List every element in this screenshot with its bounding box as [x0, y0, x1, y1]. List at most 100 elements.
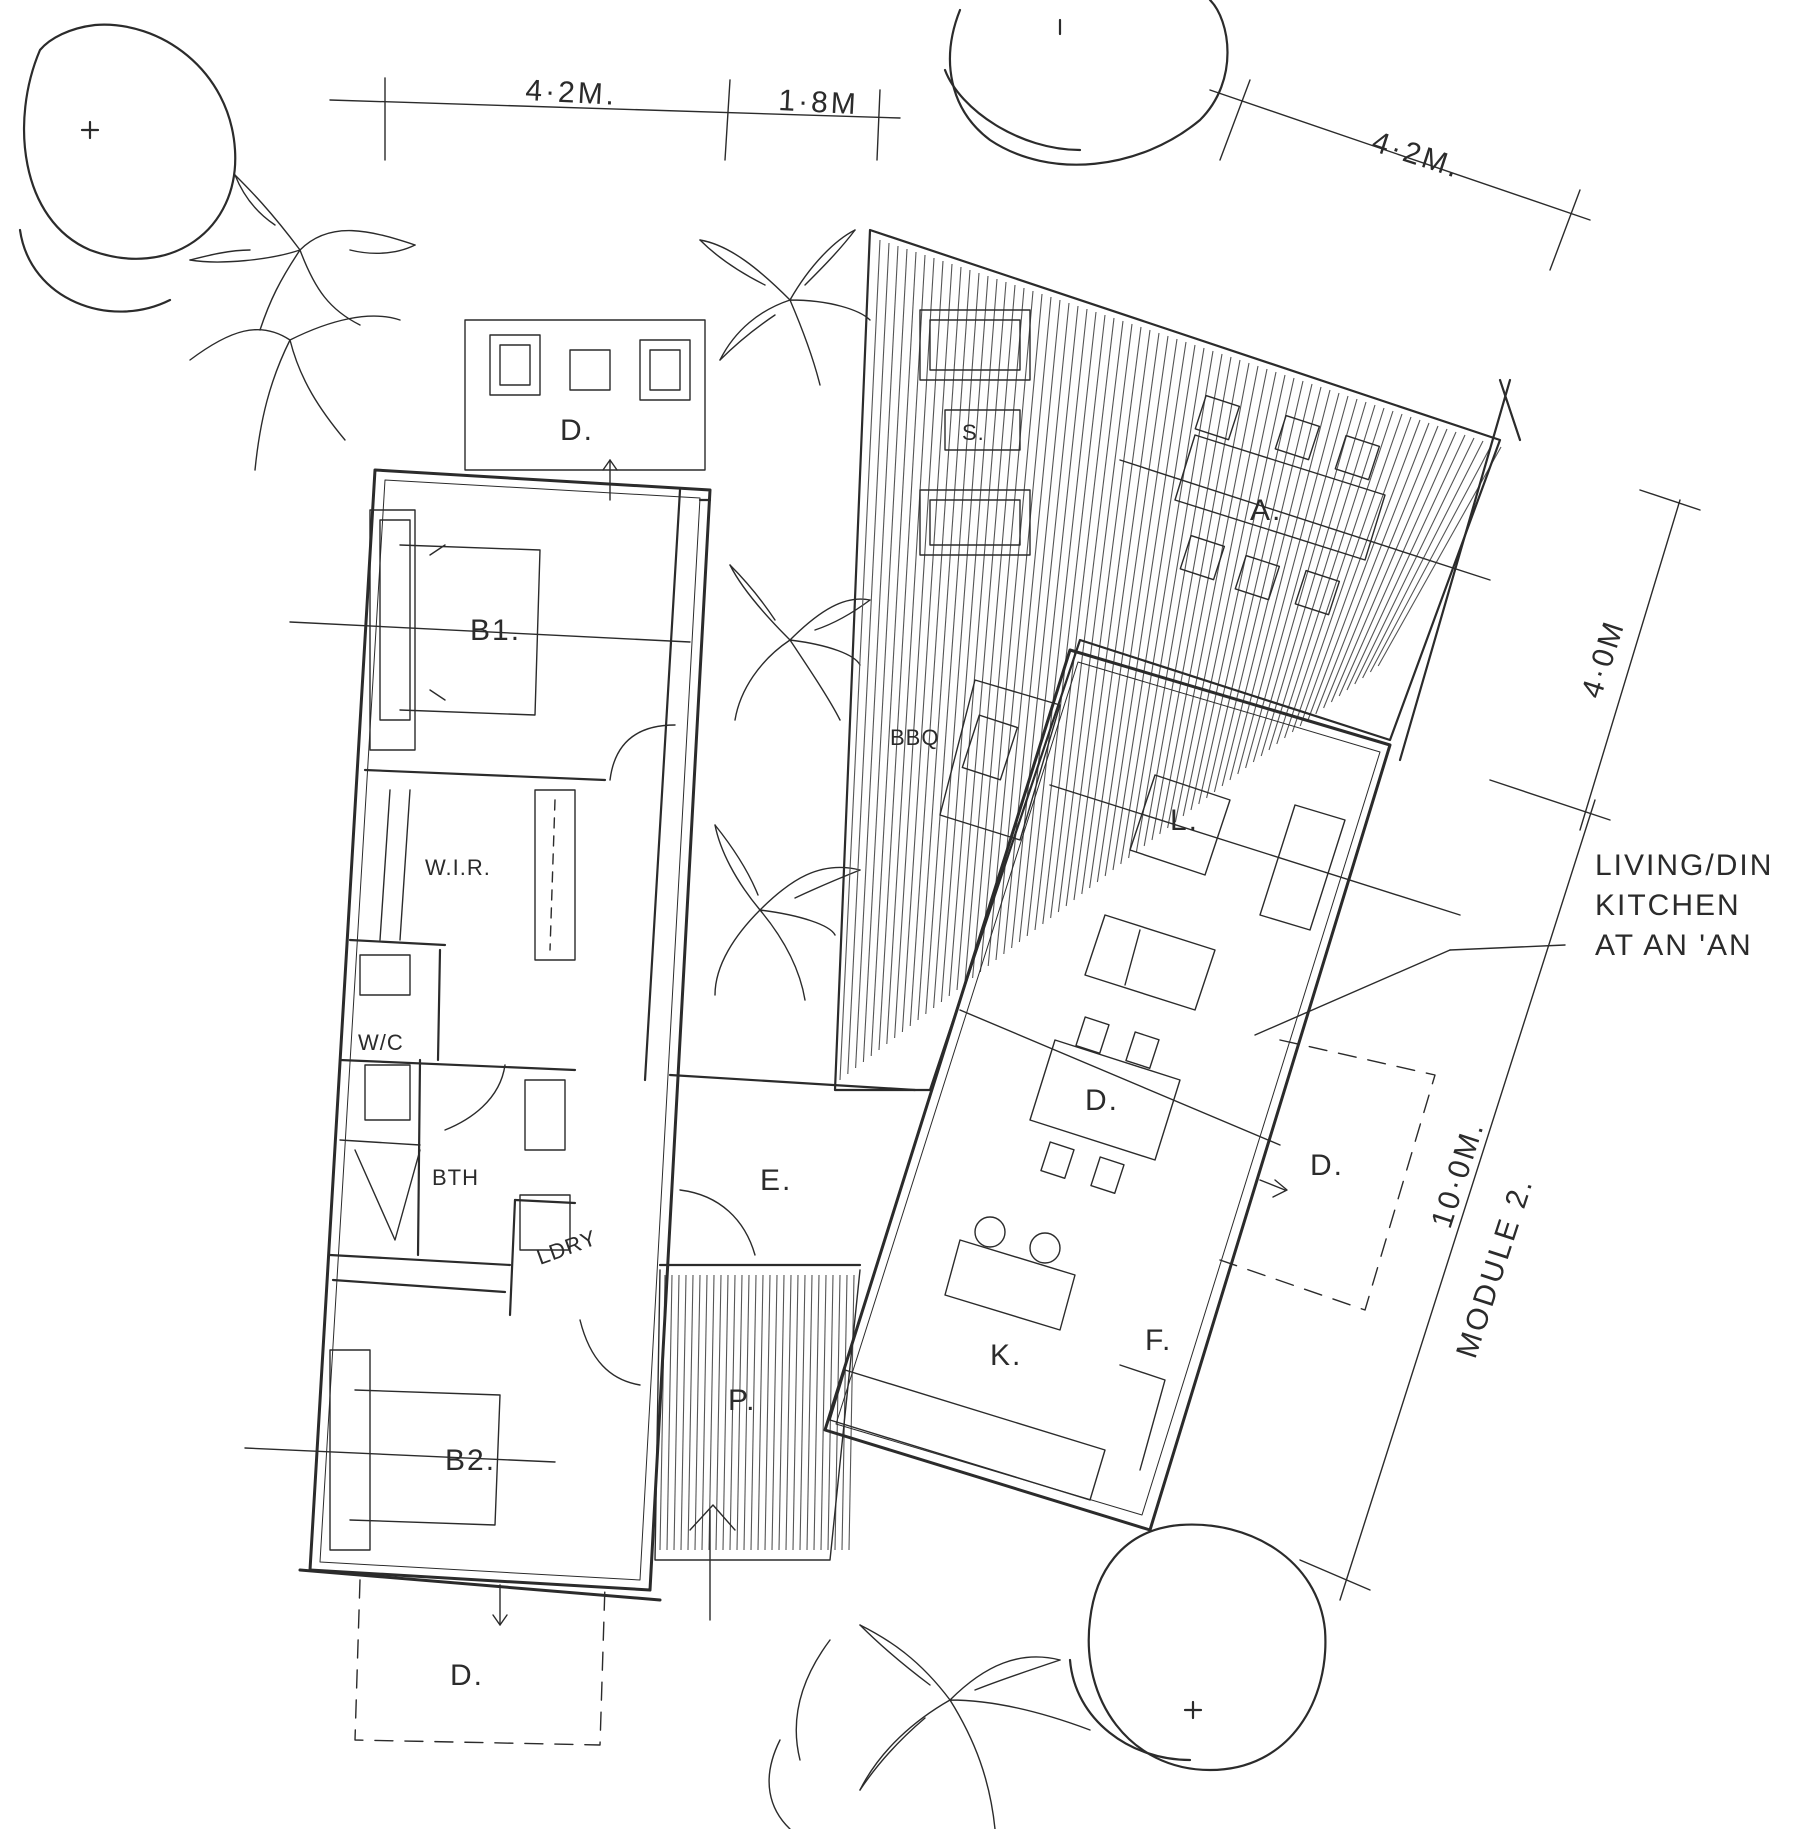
right-wing-walls: [823, 648, 1392, 1532]
left-interior-walls: [328, 488, 712, 1317]
porch-hatch-line: [757, 1274, 764, 1551]
porch-hatch-line: [673, 1274, 680, 1551]
kitchen-furniture: [829, 1216, 1166, 1501]
deck-hatch-line: [917, 269, 971, 1021]
deck-hatch-line: [1120, 347, 1205, 865]
porch: [654, 1269, 861, 1621]
deck-hatch-line: [948, 281, 1007, 997]
deck-hatching: [839, 239, 1502, 1081]
wc-label: W/C: [358, 1030, 404, 1055]
deck-hatch-line: [855, 245, 899, 1069]
right-deck: [1219, 1039, 1436, 1311]
deck-hatch-line: [1330, 428, 1448, 703]
deck-hatch-line: [1057, 323, 1133, 913]
porch-hatch-line: [715, 1274, 722, 1551]
deck-hatch-line: [979, 293, 1043, 973]
dim-right-width: 4·2M.: [1368, 125, 1465, 185]
bbq-label: BBQ: [890, 725, 939, 750]
deck-hatch-line: [1362, 440, 1484, 679]
left-wing-walls: [298, 468, 712, 1602]
porch-hatch-line: [848, 1274, 855, 1551]
dimension-lines: [329, 77, 1701, 1601]
living-label: L.: [1170, 804, 1199, 837]
wc-bath: [339, 954, 571, 1251]
tree-top-center-icon: [943, 0, 1229, 166]
deck-hatch-line: [909, 266, 962, 1027]
deck-hatch-line: [1018, 308, 1088, 943]
deck-hatch-line: [1050, 320, 1124, 919]
porch-hatch-line: [799, 1274, 806, 1551]
porch-hatch-line: [778, 1274, 785, 1551]
right-deck-label: D.: [1310, 1149, 1344, 1182]
deck-hatch-line: [1229, 389, 1331, 781]
porch-hatch-line: [701, 1274, 708, 1551]
deck-hatch-line: [870, 251, 917, 1057]
dining-furniture: [959, 1009, 1281, 1194]
deck-hatch-line: [1096, 338, 1178, 883]
alfresco-label: A.: [1250, 494, 1282, 527]
deck-hatch-line: [894, 260, 944, 1039]
porch-hatch-line: [743, 1274, 750, 1551]
deck-hatch-line: [1159, 362, 1250, 835]
tree-bottom-right-icon: [1068, 1523, 1327, 1772]
note-line-1: LIVING/DIN: [1595, 849, 1773, 882]
entry-label: E.: [760, 1164, 792, 1197]
deck-hatch-line: [886, 257, 935, 1045]
note-line-3: AT AN 'AN: [1595, 929, 1753, 962]
deck-hatch-line: [1167, 365, 1259, 829]
storage-label: S.: [962, 420, 985, 445]
porch-hatch-line: [750, 1274, 757, 1551]
deck-hatch-line: [1307, 419, 1421, 721]
bbq: [939, 679, 1061, 841]
deck-seating: [919, 309, 1031, 556]
porch-hatch-line: [736, 1274, 743, 1551]
deck-hatch-line: [847, 242, 890, 1075]
deck-hatch-line: [1268, 404, 1376, 751]
porch-hatch-line: [841, 1274, 848, 1551]
deck-hatch-line: [1284, 410, 1394, 739]
top-deck: [464, 319, 706, 501]
deck-hatch-line: [862, 248, 908, 1063]
deck-hatch-line: [1260, 401, 1367, 757]
deck-hatch-line: [1073, 329, 1151, 901]
deck-hatch-line: [1377, 446, 1502, 667]
deck-hatch-line: [1026, 311, 1097, 937]
bed-2-label: B2.: [445, 1444, 496, 1477]
porch-hatch-line: [806, 1274, 813, 1551]
porch-label: P.: [728, 1384, 756, 1417]
deck-hatch-line: [1276, 407, 1385, 745]
alfresco-furniture: [1119, 394, 1491, 616]
deck-hatch-line: [964, 287, 1025, 985]
porch-hatch-line: [764, 1274, 771, 1551]
porch-hatch-line: [680, 1274, 687, 1551]
deck-hatch-line: [972, 290, 1034, 979]
fridge-label: F.: [1145, 1324, 1172, 1357]
deck-hatch-line: [1291, 413, 1403, 733]
laundry-label: LDRY: [533, 1225, 600, 1270]
palm-top-left-icon: [189, 174, 416, 471]
door-arcs: [444, 724, 756, 1386]
deck-hatch-line: [1011, 305, 1079, 949]
porch-hatch-line: [771, 1274, 778, 1551]
bed-2: [244, 1349, 556, 1551]
deck-hatch-line: [1112, 344, 1196, 871]
porch-hatch-line: [694, 1274, 701, 1551]
deck-hatch-line: [956, 284, 1016, 991]
deck-hatch-line: [1346, 434, 1466, 691]
deck-hatch-line: [1190, 374, 1286, 811]
top-deck-label: D.: [560, 414, 594, 447]
bed-1: [289, 509, 691, 751]
kitchen-label: K.: [990, 1339, 1022, 1372]
deck-hatch-line: [1143, 356, 1232, 847]
deck-hatch-line: [1221, 386, 1322, 787]
deck-hatch-line: [901, 263, 953, 1033]
porch-hatch-line: [792, 1274, 799, 1551]
wir-label: W.I.R.: [425, 855, 491, 880]
porch-hatch-line: [687, 1274, 694, 1551]
deck-hatch-line: [940, 278, 998, 1003]
palm-top-courtyard-icon: [699, 229, 871, 386]
deck-hatch-line: [925, 272, 980, 1015]
palm-courtyard-lower-icon: [714, 824, 861, 1001]
bottom-deck-label: D.: [450, 1659, 484, 1692]
